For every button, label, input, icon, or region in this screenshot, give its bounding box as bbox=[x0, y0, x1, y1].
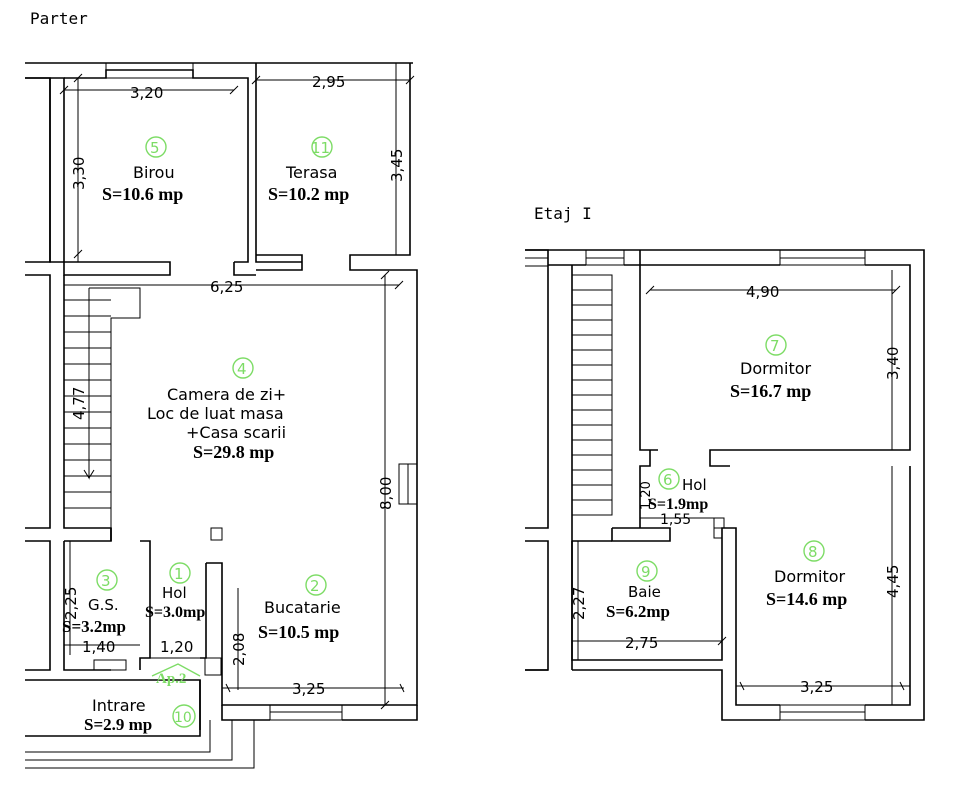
upper-stairs bbox=[571, 274, 613, 516]
dim-buc-height: 2,08 bbox=[230, 633, 248, 666]
room-9-area: S=6.2mp bbox=[606, 602, 670, 621]
dim-terasa-width: 2,95 bbox=[312, 73, 345, 91]
room-11-area: S=10.2 mp bbox=[268, 184, 349, 204]
room-5-number: 5 bbox=[150, 139, 160, 157]
dim-hol6-width: 1,55 bbox=[660, 512, 691, 528]
dim-dorm8-width: 3,25 bbox=[800, 678, 833, 696]
dim-hol-width: 1,20 bbox=[160, 638, 193, 656]
room-7-name: Dormitor bbox=[740, 359, 812, 378]
room-11-number: 11 bbox=[311, 139, 330, 157]
room-4-number: 4 bbox=[237, 360, 247, 378]
room-5-area: S=10.6 mp bbox=[102, 184, 183, 204]
room-7-number: 7 bbox=[770, 337, 780, 355]
room-4-name-line3: +Casa scarii bbox=[186, 423, 286, 442]
ground-stairs bbox=[64, 284, 141, 528]
dim-hol6-height: 1,20 bbox=[639, 481, 654, 510]
room-11-name: Terasa bbox=[285, 163, 337, 182]
dim-baie-width: 2,75 bbox=[625, 634, 658, 652]
room-8-name: Dormitor bbox=[774, 567, 846, 586]
dim-buc-width: 3,25 bbox=[292, 680, 325, 698]
room-3-name: G.S. bbox=[88, 596, 119, 614]
room-2-number: 2 bbox=[310, 577, 320, 595]
room-4-name-line1: Camera de zi+ bbox=[167, 385, 286, 404]
dim-terasa-height: 3,45 bbox=[388, 149, 406, 182]
room-1-name: Hol bbox=[162, 584, 187, 602]
upper-floor-title: Etaj I bbox=[534, 204, 592, 223]
dim-dorm7-width: 4,90 bbox=[746, 283, 779, 301]
room-3-area: S=3.2mp bbox=[62, 617, 126, 636]
ground-room-labels: 5 Birou S=10.6 mp 11 Terasa S=10.2 mp 4 … bbox=[62, 136, 349, 734]
dim-birou-height: 3,30 bbox=[70, 157, 88, 190]
dim-dorm7-height: 3,40 bbox=[884, 347, 902, 380]
dim-dorm8-height: 4,45 bbox=[884, 565, 902, 598]
dim-stair-height: 4,77 bbox=[70, 387, 88, 420]
room-5-name: Birou bbox=[133, 163, 175, 182]
dim-living-height: 8,00 bbox=[377, 477, 395, 510]
room-6-number: 6 bbox=[663, 471, 673, 489]
room-6-area: S=1.9mp bbox=[648, 496, 708, 513]
upper-floor-walls bbox=[525, 249, 925, 721]
room-9-number: 9 bbox=[641, 563, 651, 581]
room-10-area: S=2.9 mp bbox=[84, 715, 152, 734]
dim-birou-width: 3,20 bbox=[130, 84, 163, 102]
room-4-area: S=29.8 mp bbox=[193, 442, 274, 462]
room-1-number: 1 bbox=[174, 565, 184, 583]
ground-floor-title: Parter bbox=[30, 9, 88, 28]
room-1-area: S=3.0mp bbox=[145, 604, 205, 621]
room-10-number: 10 bbox=[174, 710, 192, 726]
dim-gs-width: 1,40 bbox=[82, 638, 115, 656]
ground-dimensions: 3,20 3,30 2,95 3,45 6,25 8,00 4,77 1,40 … bbox=[59, 63, 415, 710]
apartment-label: Ap.2 bbox=[156, 671, 186, 687]
ground-floor-walls bbox=[25, 62, 418, 769]
room-2-name: Bucatarie bbox=[264, 598, 341, 617]
room-8-area: S=14.6 mp bbox=[766, 589, 847, 609]
room-9-name: Baie bbox=[628, 583, 661, 601]
upper-dimensions: 4,90 3,40 1,20 1,55 2,27 2,75 4,45 3,25 bbox=[570, 270, 910, 705]
room-8-number: 8 bbox=[808, 543, 818, 561]
room-7-area: S=16.7 mp bbox=[730, 381, 811, 401]
dim-gs-height: 2,25 bbox=[62, 587, 80, 620]
room-2-area: S=10.5 mp bbox=[258, 622, 339, 642]
upper-room-labels: 7 Dormitor S=16.7 mp 6 Hol S=1.9mp 9 Bai… bbox=[606, 334, 847, 621]
room-10-name: Intrare bbox=[92, 696, 146, 715]
room-6-name: Hol bbox=[682, 476, 707, 494]
dim-baie-height: 2,27 bbox=[570, 587, 588, 620]
room-4-name-line2: Loc de luat masa bbox=[147, 404, 284, 423]
dim-living-width: 6,25 bbox=[210, 278, 243, 296]
room-3-number: 3 bbox=[101, 572, 111, 590]
